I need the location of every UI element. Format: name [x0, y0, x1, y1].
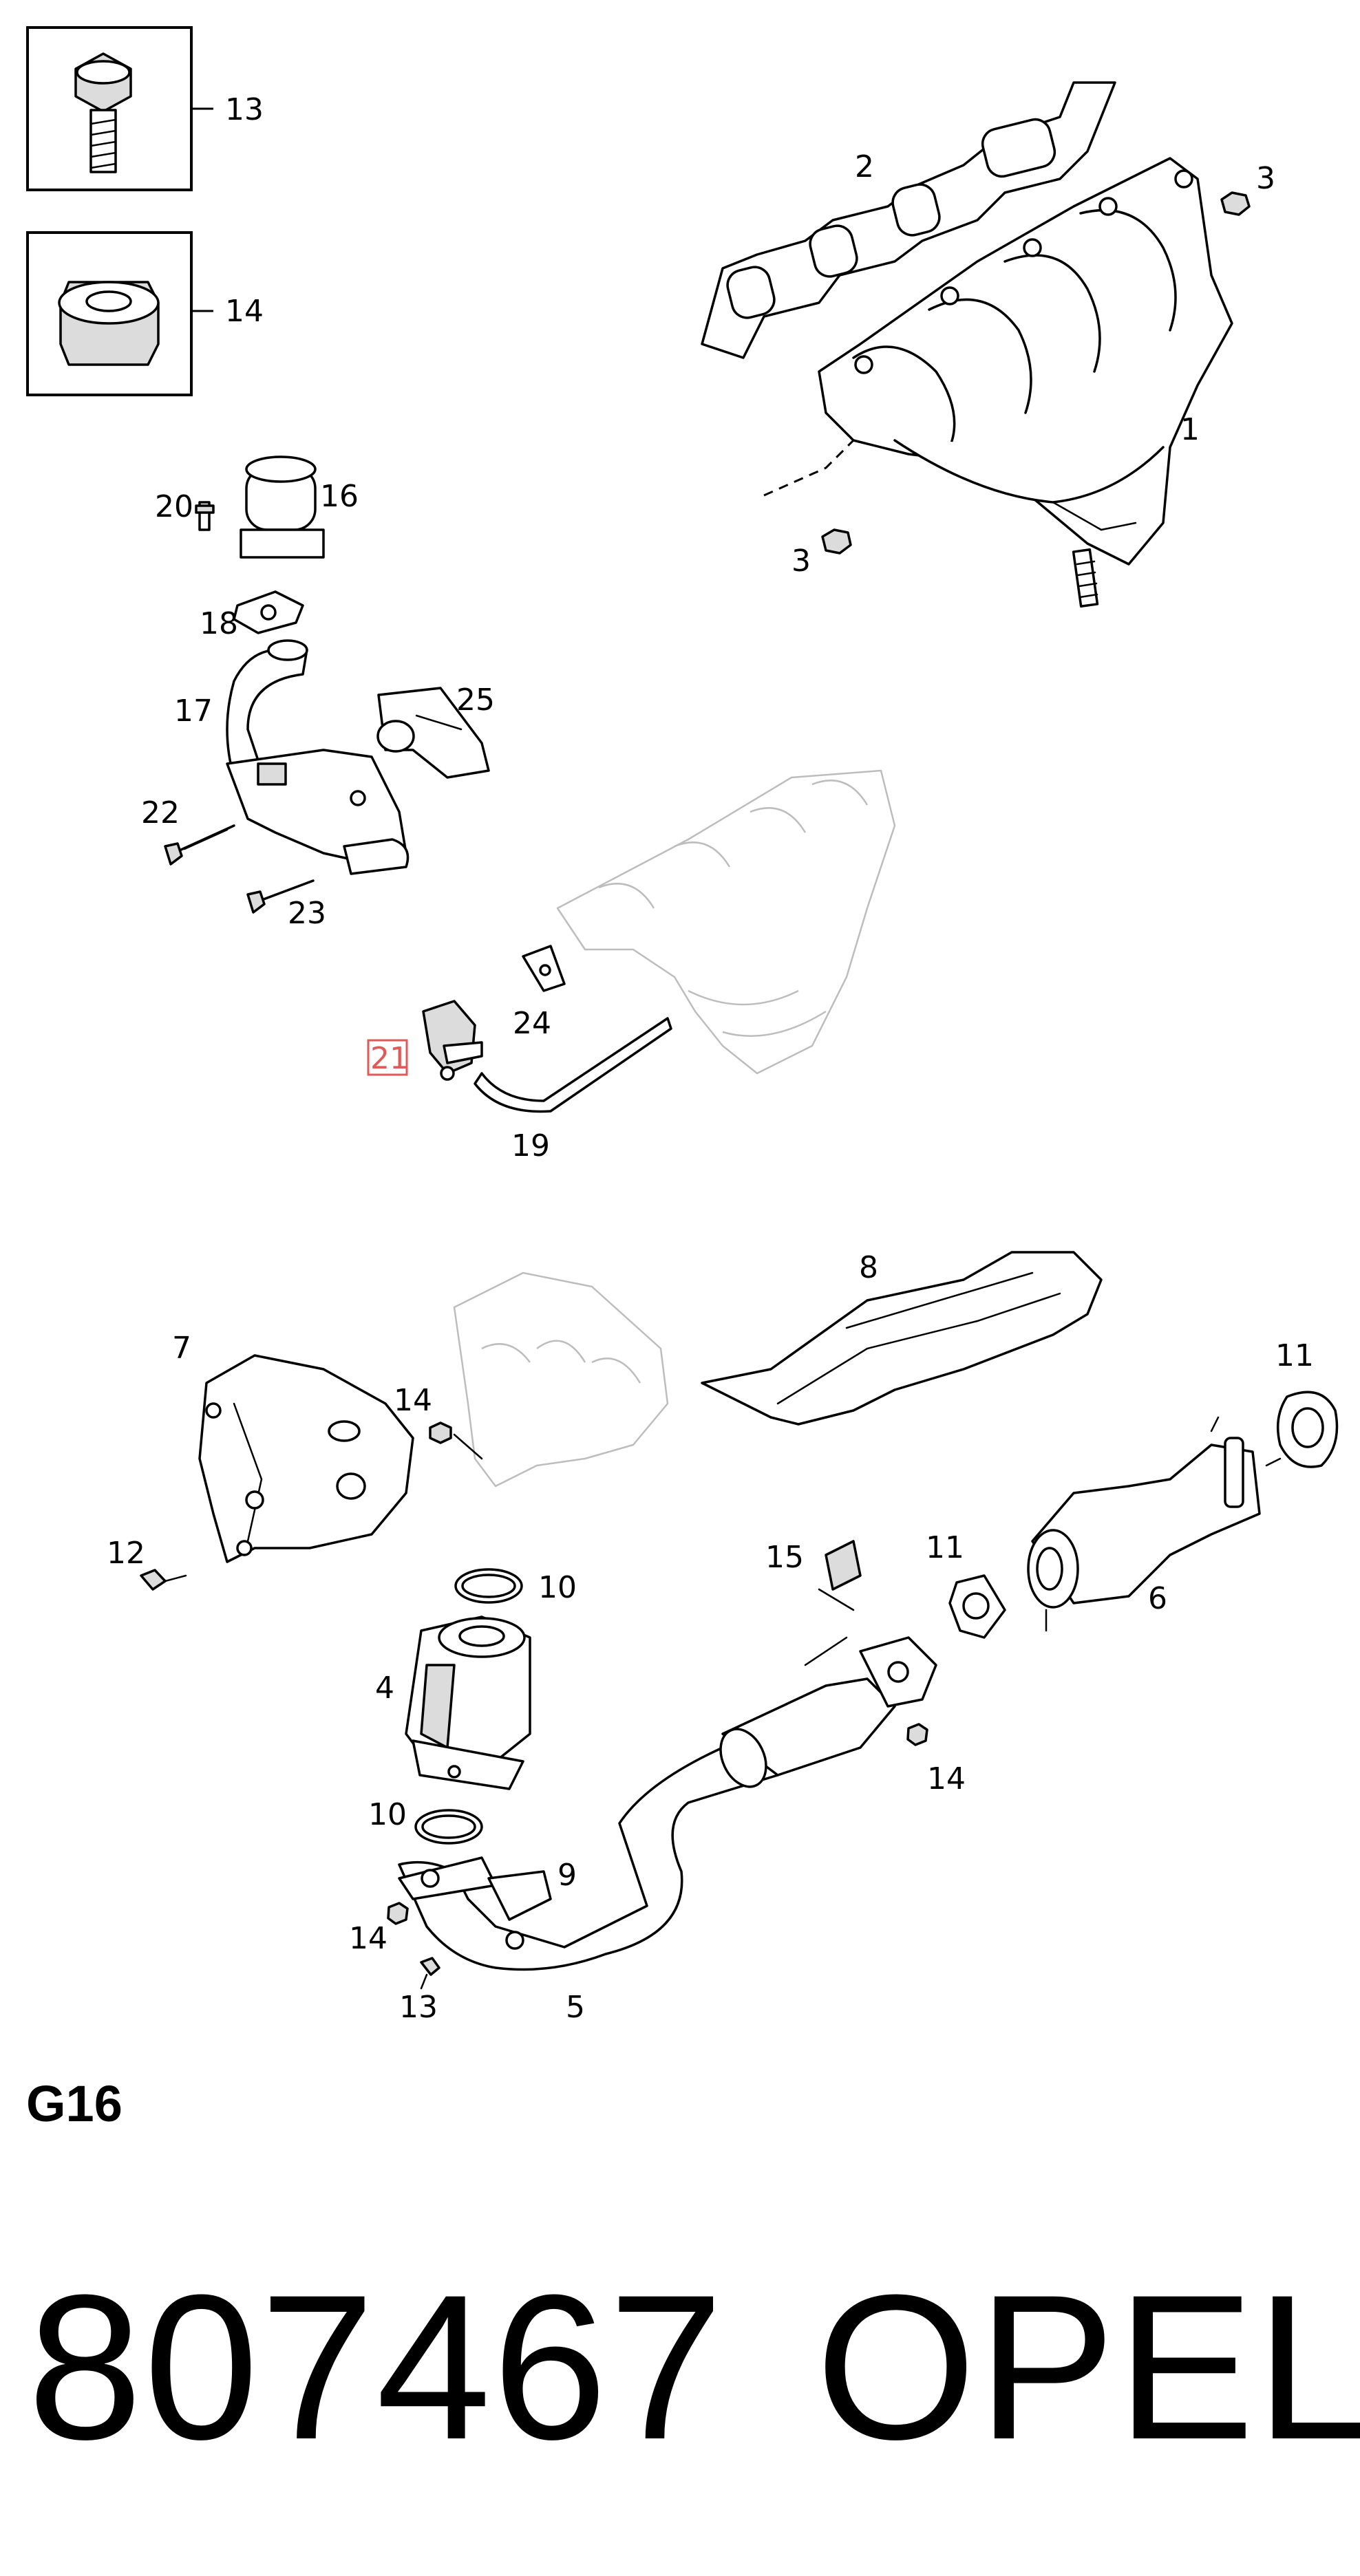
vacuum-hose-19 — [474, 1017, 672, 1113]
callout-24: 24 — [513, 1006, 551, 1041]
egr-valve — [195, 455, 325, 559]
callout-25: 25 — [456, 683, 495, 718]
heat-shield-7 — [198, 1354, 414, 1563]
bolt-12 — [140, 1569, 187, 1591]
egr-gasket-18 — [233, 590, 304, 634]
callout-17: 17 — [174, 694, 213, 729]
exhaust-manifold — [818, 157, 1233, 608]
callout-14-upper: 14 — [394, 1383, 432, 1418]
brand-name: OPEL — [816, 2251, 1360, 2482]
callout-9: 9 — [557, 1858, 577, 1893]
manifold-gasket — [701, 81, 1116, 359]
engine-code-label: G16 — [26, 2075, 123, 2132]
callout-8: 8 — [859, 1250, 878, 1285]
catalytic-converter-4 — [405, 1616, 531, 1790]
callout-6: 6 — [1148, 1581, 1167, 1616]
callout-13-lower: 13 — [399, 1990, 438, 2025]
catalytic-converter-6 — [1027, 1416, 1282, 1632]
callout-20: 20 — [155, 489, 193, 524]
callout-11-right: 11 — [1275, 1338, 1314, 1373]
callout-5: 5 — [566, 1990, 585, 2025]
callout-12: 12 — [107, 1536, 145, 1571]
callout-14-inset: 14 — [225, 294, 264, 329]
callout-23: 23 — [288, 896, 326, 931]
flange-gasket-11-mid — [948, 1574, 1006, 1639]
manifold-nuts — [763, 191, 1251, 555]
callout-16: 16 — [320, 479, 359, 514]
part-number: 807467 — [28, 2251, 725, 2482]
callout-22: 22 — [141, 795, 180, 830]
highlight-box-21 — [367, 1039, 408, 1076]
flange-gasket-11-right — [1276, 1391, 1339, 1468]
gasket-10-upper — [454, 1568, 523, 1604]
callout-10-upper: 10 — [538, 1570, 577, 1605]
callout-13-inset: 13 — [225, 92, 264, 127]
callout-15: 15 — [765, 1540, 804, 1575]
inset-bolt-13 — [26, 26, 213, 191]
gasket-10-lower — [414, 1809, 483, 1845]
callout-11-mid: 11 — [926, 1530, 964, 1565]
ghost-manifold-lower — [453, 1271, 669, 1488]
callout-10-lower: 10 — [368, 1797, 407, 1832]
nut-14-upper — [429, 1421, 483, 1460]
egr-pipe-17 — [226, 639, 410, 875]
callout-3-top: 3 — [1256, 161, 1275, 196]
callout-14-right: 14 — [927, 1761, 966, 1796]
small-fasteners-lower — [387, 1723, 928, 1990]
pressure-sensor-21 — [422, 1000, 483, 1081]
heat-shield-8 — [701, 1251, 1103, 1426]
callout-labels: 13 14 2 3 1 3 20 16 18 17 25 22 23 24 21… — [107, 92, 1314, 2025]
bracket-24 — [522, 945, 566, 992]
callout-19: 19 — [511, 1128, 550, 1163]
callout-18: 18 — [200, 606, 238, 641]
callout-3-bottom: 3 — [791, 544, 811, 579]
ghost-manifold-upper — [556, 769, 896, 1075]
callout-7: 7 — [172, 1331, 191, 1366]
callout-4: 4 — [375, 1671, 394, 1706]
callout-14-lower: 14 — [349, 1921, 387, 1956]
callout-21: 21 — [370, 1041, 409, 1076]
exhaust-pipe-5 — [398, 1636, 937, 1971]
callout-1: 1 — [1180, 412, 1200, 447]
egr-gasket-25 — [376, 687, 490, 779]
rubber-hanger-15 — [804, 1540, 862, 1666]
callout-2: 2 — [855, 149, 874, 184]
inset-nut-14 — [26, 231, 213, 396]
egr-bolts — [164, 824, 315, 914]
